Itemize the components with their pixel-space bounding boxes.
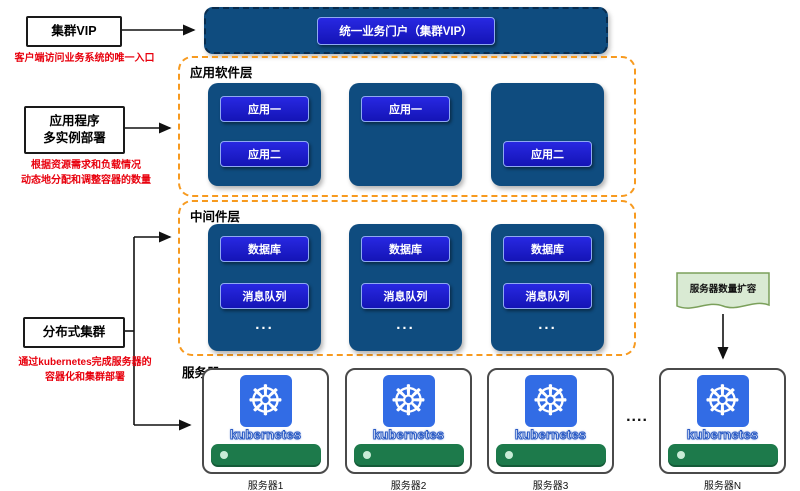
kubernetes-wheel-icon: ☸ — [239, 375, 292, 427]
server-led-icon — [219, 451, 228, 459]
server-led-icon — [504, 451, 513, 459]
server-name: 服务器2 — [390, 481, 427, 491]
server-led-icon — [676, 451, 685, 459]
application-layer-container: 应用软件层 应用一 应用二 应用一 应用二 — [178, 56, 636, 197]
sidebar-note-distributed-cluster: 通过kubernetes完成服务器的 容器化和集群部署 — [18, 357, 152, 383]
document-shape-icon — [676, 272, 770, 309]
kubernetes-wordmark: kubernetes — [372, 427, 445, 443]
database-chip: 数据库 — [220, 236, 309, 262]
message-queue-chip: 消息队列 — [361, 283, 450, 309]
kubernetes-wordmark: kubernetes — [686, 427, 759, 443]
app-group-3: 应用二 — [491, 83, 604, 186]
app-chip: 应用一 — [361, 96, 450, 122]
app-group-1: 应用一 应用二 — [208, 83, 321, 186]
kubernetes-wordmark: kubernetes — [514, 427, 587, 443]
server-node-2: ☸ kubernetes — [345, 368, 472, 474]
sidebar-note-cluster-vip: 客户端访问业务系统的唯一入口 — [14, 53, 155, 64]
app-group-2: 应用一 — [349, 83, 462, 186]
app-chip: 应用二 — [220, 141, 309, 167]
server-chassis-icon — [353, 444, 464, 467]
more-items-ellipsis: ... — [255, 316, 274, 333]
more-items-ellipsis: ... — [396, 316, 415, 333]
message-queue-chip: 消息队列 — [503, 283, 592, 309]
app-chip: 应用二 — [503, 141, 592, 167]
server-node-n: ☸ kubernetes — [659, 368, 786, 474]
middleware-group-3: 数据库 消息队列 ... — [491, 224, 604, 351]
app-chip: 应用一 — [220, 96, 309, 122]
kubernetes-wordmark: kubernetes — [229, 427, 302, 443]
middleware-group-1: 数据库 消息队列 ... — [208, 224, 321, 351]
server-chassis-icon — [495, 444, 606, 467]
middleware-layer-container: 中间件层 数据库 消息队列 ... 数据库 消息队列 ... 数据库 消息队列 … — [178, 200, 636, 356]
more-items-ellipsis: ... — [538, 316, 557, 333]
message-queue-chip: 消息队列 — [220, 283, 309, 309]
sidebar-label-cluster-vip: 集群VIP — [26, 16, 122, 47]
server-node-3: ☸ kubernetes — [487, 368, 614, 474]
server-node-1: ☸ kubernetes — [202, 368, 329, 474]
database-chip: 数据库 — [361, 236, 450, 262]
scale-out-note: 服务器数量扩容 — [676, 272, 770, 316]
middleware-group-2: 数据库 消息队列 ... — [349, 224, 462, 351]
kubernetes-wheel-icon: ☸ — [696, 375, 749, 427]
sidebar-label-distributed-cluster: 分布式集群 — [23, 317, 125, 348]
server-row-ellipsis: .... — [626, 408, 648, 425]
server-name: 服务器1 — [247, 481, 284, 491]
server-chassis-icon — [210, 444, 321, 467]
kubernetes-wheel-icon: ☸ — [382, 375, 435, 427]
portal-chip: 统一业务门户（集群VIP） — [317, 16, 495, 45]
server-name: 服务器3 — [532, 481, 569, 491]
application-layer-title: 应用软件层 — [190, 66, 253, 80]
database-chip: 数据库 — [503, 236, 592, 262]
scale-out-note-label: 服务器数量扩容 — [689, 284, 757, 295]
middleware-layer-title: 中间件层 — [190, 210, 241, 224]
sidebar-note-multi-instance: 根据资源需求和负载情况 动态地分配和调整容器的数量 — [21, 160, 151, 186]
kubernetes-wheel-icon: ☸ — [524, 375, 577, 427]
portal-banner: 统一业务门户（集群VIP） — [204, 7, 608, 54]
sidebar-label-multi-instance: 应用程序 多实例部署 — [24, 106, 125, 154]
server-chassis-icon — [667, 444, 778, 467]
server-led-icon — [362, 451, 371, 459]
server-name: 服务器N — [703, 481, 742, 491]
